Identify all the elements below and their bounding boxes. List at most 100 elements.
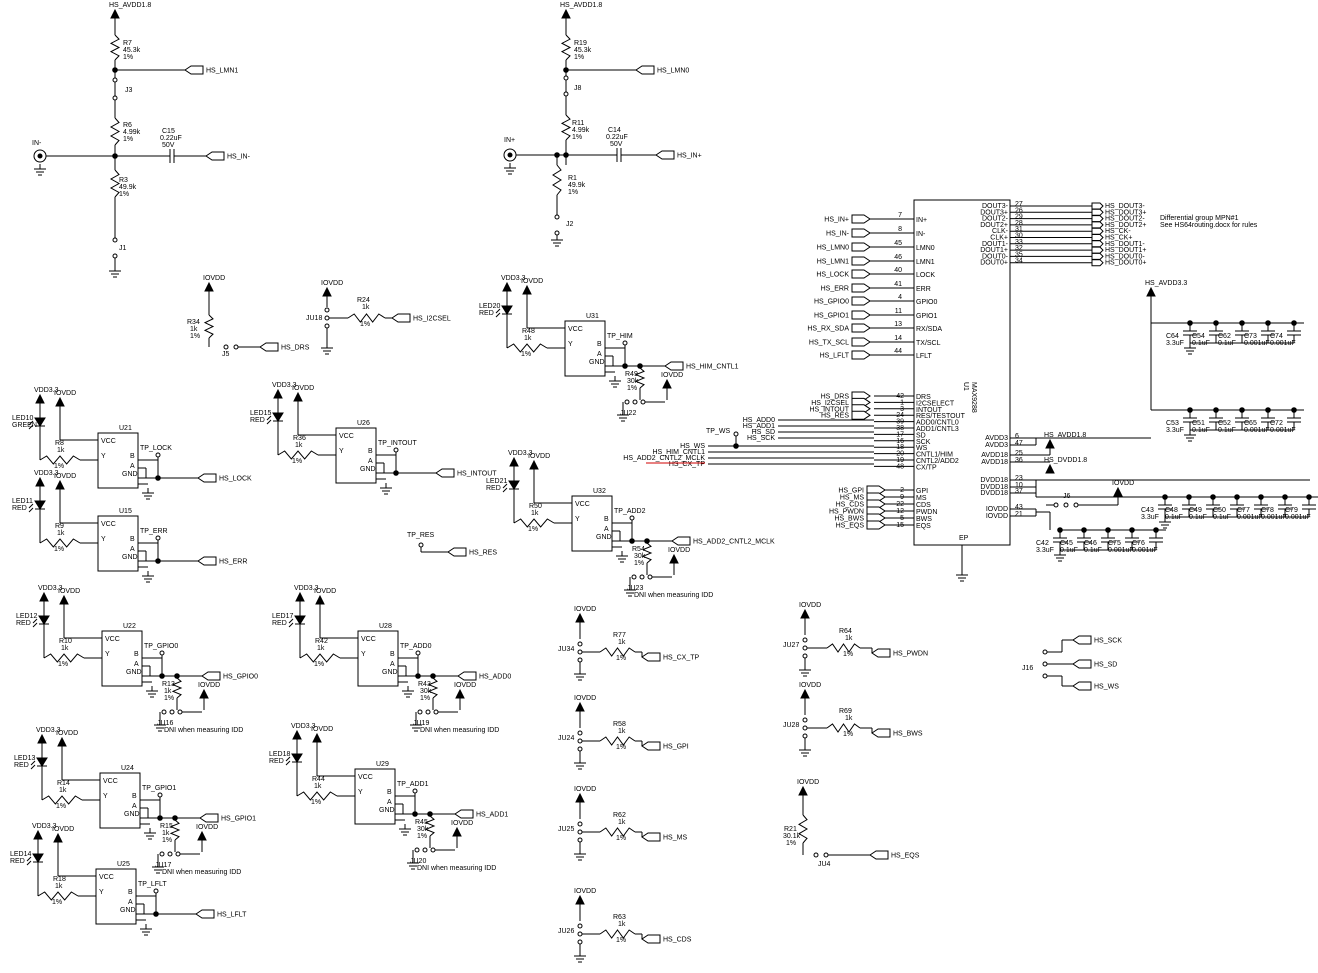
- label: LED14: [10, 851, 32, 858]
- pin-circle: [577, 649, 583, 655]
- net-flag-icon: [851, 350, 871, 360]
- rail-label: HS_AVDD3.3: [1145, 280, 1187, 287]
- resistor-symbol: [427, 677, 439, 699]
- net-flag-icon: [851, 242, 871, 252]
- rail-label: IOVDD: [574, 695, 596, 702]
- resistor-symbol: [798, 814, 808, 844]
- rail-label: HS_AVDD1.8: [109, 2, 151, 9]
- label: GND: [122, 471, 138, 478]
- label: R42: [315, 638, 328, 645]
- net-flag-icon: [195, 909, 215, 919]
- label: TP_GPIO0: [144, 643, 178, 650]
- resistor-symbol: [39, 538, 81, 548]
- power-arrow-icon: [800, 608, 810, 619]
- resistor-symbol: [347, 313, 386, 323]
- net-label: HS_BWS: [834, 516, 864, 523]
- label: Y: [101, 536, 106, 543]
- rail-label: VDD3.3: [508, 450, 533, 457]
- pin-circle: [155, 535, 161, 541]
- label: R11: [572, 120, 584, 127]
- label: R3: [119, 177, 128, 184]
- label: 9: [900, 494, 904, 501]
- pin-circle: [1042, 673, 1048, 679]
- label: 30.1k: [783, 833, 801, 840]
- label: U29: [376, 761, 389, 768]
- net-label: HS_LMN1: [206, 68, 238, 75]
- net-label: HS_DRS: [281, 345, 310, 352]
- label: B: [368, 448, 373, 455]
- label: PWDN: [916, 509, 937, 516]
- label: R9: [55, 523, 64, 530]
- pin-circle: [554, 214, 560, 220]
- junction-dot: [427, 811, 433, 817]
- label: HS_CX_TP: [669, 461, 706, 468]
- resistor-symbol: [109, 117, 121, 146]
- label: LMN1: [916, 259, 935, 266]
- label: VCC: [101, 521, 116, 528]
- power-arrow-icon: [662, 378, 672, 389]
- label: R77: [613, 632, 626, 639]
- label: 23: [1015, 475, 1023, 482]
- label: U26: [357, 420, 370, 427]
- pin-circle: [112, 77, 118, 83]
- pin-circle: [425, 709, 431, 715]
- power-arrow-icon: [39, 591, 49, 602]
- led-ray-icon: [502, 487, 508, 493]
- resistor-symbol: [41, 795, 83, 805]
- pin-circle: [629, 515, 635, 521]
- rail-label: HS_DVDD1.8: [1044, 457, 1087, 464]
- label: B: [128, 889, 133, 896]
- label: R34: [187, 319, 200, 326]
- label: 30k: [627, 378, 639, 385]
- pin-circle: [640, 399, 646, 405]
- power-arrow-icon: [315, 594, 325, 605]
- power-arrow-icon: [669, 553, 679, 564]
- buffer-ic: [99, 772, 141, 829]
- pin-circle: [577, 821, 583, 827]
- label: C51: [1192, 420, 1205, 427]
- label: 1%: [574, 54, 584, 61]
- label: B: [134, 651, 139, 658]
- label: A: [128, 899, 133, 906]
- label: JU17: [155, 862, 171, 869]
- label: HS_SCK: [747, 435, 775, 442]
- label: 1k: [57, 447, 65, 454]
- net-flag-icon: [1091, 240, 1104, 248]
- rail-label: IOVDD: [198, 682, 220, 689]
- pin-circle: [577, 931, 583, 937]
- label: GND: [596, 534, 612, 541]
- net-label: HS_ERR: [821, 286, 849, 293]
- label: R14: [57, 780, 70, 787]
- label: 10: [1015, 482, 1023, 489]
- label: 1%: [417, 833, 427, 840]
- net-flag-icon: [655, 150, 675, 160]
- power-arrow-icon: [322, 286, 332, 297]
- label: 36: [1015, 457, 1023, 464]
- label: DNI when measuring IDD: [417, 865, 496, 872]
- pin-circle: [631, 574, 637, 580]
- net-flag-icon: [851, 337, 871, 347]
- label: C73: [1244, 333, 1257, 340]
- buffer-ic: [357, 630, 399, 687]
- label: 33: [1015, 239, 1023, 246]
- power-arrow-icon: [273, 388, 283, 399]
- label: RES/TESTOUT: [916, 413, 966, 420]
- label: C62: [1218, 333, 1231, 340]
- rail-label: VDD3.3: [272, 382, 297, 389]
- net-label: HS_DRS: [821, 394, 850, 401]
- net-flag-icon: [1072, 681, 1092, 691]
- led-ray-icon: [28, 503, 34, 509]
- label: C14: [608, 127, 621, 134]
- net-flag-icon: [851, 283, 871, 293]
- label: 1%: [528, 526, 538, 533]
- pin-circle: [167, 851, 173, 857]
- net-flag-icon: [641, 741, 661, 751]
- net-flag-icon: [871, 728, 891, 738]
- label: 1k: [59, 787, 67, 794]
- rail-label: IOVDD: [574, 888, 596, 895]
- label: VCC: [358, 774, 373, 781]
- power-arrow-icon: [509, 456, 519, 467]
- label: DOUT0+: [980, 260, 1008, 267]
- pin-circle: [577, 738, 583, 744]
- label: 40: [894, 267, 902, 274]
